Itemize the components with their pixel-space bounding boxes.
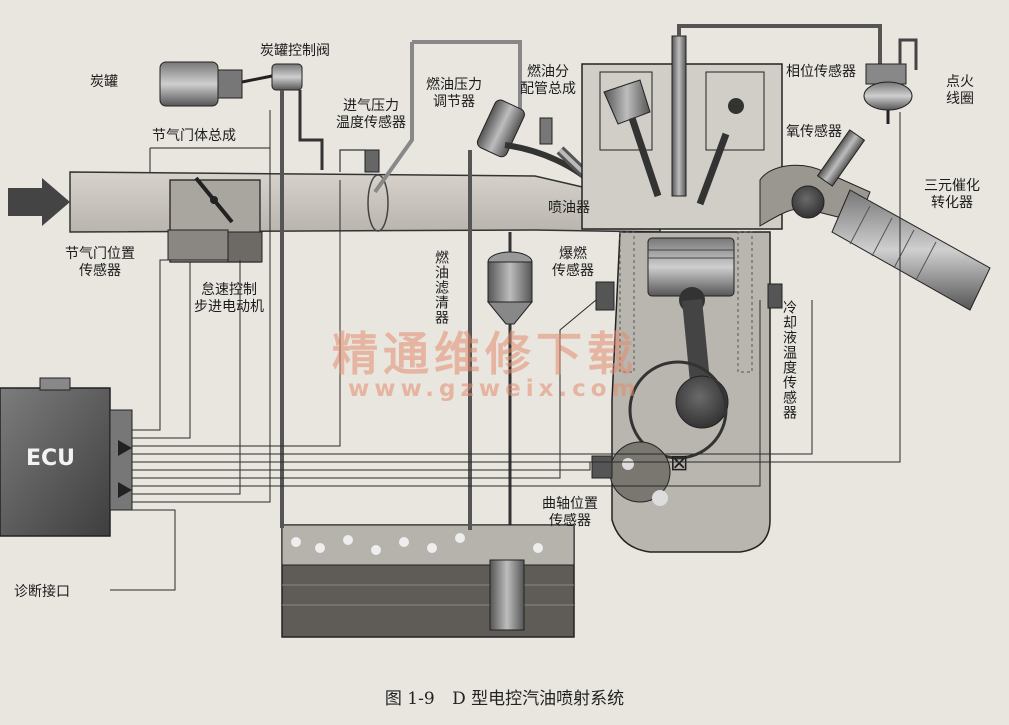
label-coolant-temp-sensor: 冷却液温度传感器 xyxy=(781,300,797,420)
label-throttle-body: 节气门体总成 xyxy=(152,128,236,144)
ecu-unit xyxy=(0,377,133,537)
label-canister-valve: 炭罐控制阀 xyxy=(260,43,330,59)
catalytic-converter xyxy=(831,189,991,311)
label-diagnostic-port: 诊断接口 xyxy=(14,584,70,600)
label-idle-stepper-motor: 怠速控制 步进电动机 xyxy=(194,282,264,315)
figure-caption: 图 1-9 D 型电控汽油喷射系统 xyxy=(0,684,1009,709)
carbon-canister xyxy=(159,61,324,170)
label-fuel-filter: 燃油滤清器 xyxy=(433,250,449,325)
caption-number: 图 1-9 xyxy=(384,689,435,709)
label-oxygen-sensor: 氧传感器 xyxy=(786,124,842,140)
signal-wiring xyxy=(110,110,901,591)
label-ignition-coil: 点火 线圈 xyxy=(946,74,974,107)
knock-sensor xyxy=(595,281,615,311)
label-fuel-rail: 燃油分 配管总成 xyxy=(520,64,576,97)
fuel-lines xyxy=(280,90,472,530)
label-canister: 炭罐 xyxy=(90,74,118,90)
fuel-pressure-regulator xyxy=(373,40,525,194)
airflow-arrow-icon xyxy=(8,178,70,226)
intake-temp-sensor xyxy=(339,149,380,173)
crank-position-sensor xyxy=(591,455,613,479)
label-crank-position-sensor: 曲轴位置 传感器 xyxy=(542,496,598,529)
caption-title: D 型电控汽油喷射系统 xyxy=(452,689,625,709)
cylinder-block: ⊠ xyxy=(609,231,771,553)
label-fuel-injector: 喷油器 xyxy=(548,200,590,216)
watermark-url: www.gzweix.com xyxy=(348,376,641,402)
cylinder-head xyxy=(581,24,882,230)
label-fuel-pressure-regulator: 燃油压力 调节器 xyxy=(426,77,482,110)
label-cam-position-sensor: 相位传感器 xyxy=(786,64,856,80)
svg-text:⊠: ⊠ xyxy=(670,451,688,476)
label-catalytic-converter: 三元催化 转化器 xyxy=(924,178,980,211)
watermark-text: 精通维修下载 xyxy=(332,327,638,381)
label-intake-temp-sensor: 进气压力 温度传感器 xyxy=(336,98,406,131)
throttle-body xyxy=(149,147,271,263)
label-ecu: ECU xyxy=(26,446,76,471)
fuel-tank xyxy=(281,524,575,638)
label-knock-sensor: 爆燃 传感器 xyxy=(552,246,594,279)
coolant-temp-sensor xyxy=(767,283,783,309)
fuel-filter xyxy=(486,232,534,560)
ignition-coil xyxy=(863,38,918,124)
label-throttle-position-sensor: 节气门位置 传感器 xyxy=(65,246,135,279)
